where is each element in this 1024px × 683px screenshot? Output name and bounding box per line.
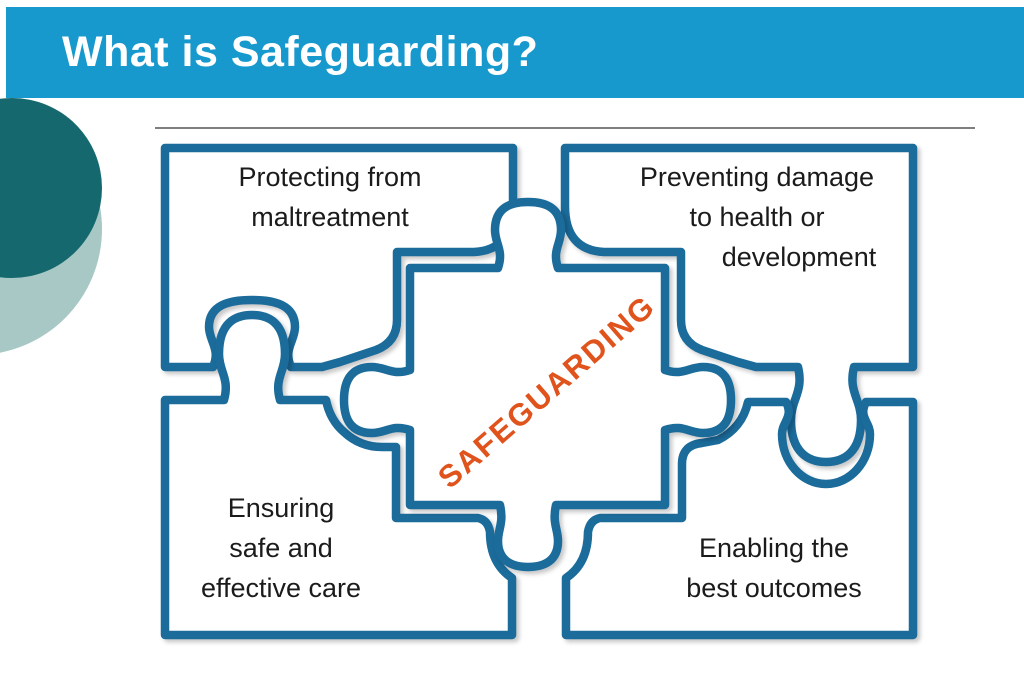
slide-title: What is Safeguarding? bbox=[62, 28, 539, 76]
divider-line bbox=[155, 127, 975, 129]
label-line: best outcomes bbox=[686, 573, 862, 603]
puzzle-piece-bottom-left bbox=[160, 310, 517, 640]
puzzle-label-top-left: Protecting from maltreatment bbox=[185, 157, 475, 237]
label-line: Protecting from bbox=[238, 162, 422, 192]
puzzle-label-bottom-right: Enabling the best outcomes bbox=[645, 528, 903, 608]
label-line: Ensuring bbox=[227, 493, 335, 523]
puzzle-label-top-right: Preventing damage to health or developme… bbox=[608, 157, 906, 277]
label-line: Enabling the bbox=[698, 533, 850, 563]
label-line: development bbox=[721, 242, 877, 272]
puzzle-piece-center bbox=[339, 197, 736, 572]
label-line: maltreatment bbox=[251, 202, 409, 232]
puzzle-piece-bottom-right bbox=[561, 397, 918, 640]
label-line: effective care bbox=[200, 573, 362, 603]
puzzle-piece-top-left bbox=[160, 143, 518, 372]
label-line: to health or bbox=[689, 202, 825, 232]
puzzle-label-bottom-left: Ensuring safe and effective care bbox=[172, 488, 390, 608]
label-line: safe and bbox=[229, 533, 333, 563]
title-bar: What is Safeguarding? bbox=[6, 7, 1024, 98]
label-line: Preventing damage bbox=[639, 162, 875, 192]
